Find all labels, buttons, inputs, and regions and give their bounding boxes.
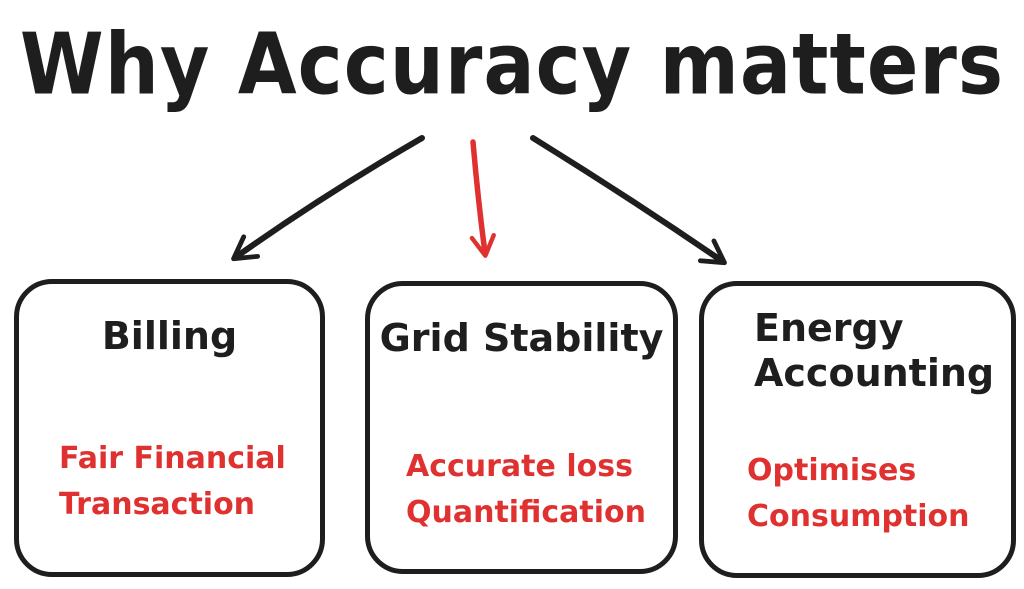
card-subtitle-line: Fair Financial — [59, 441, 286, 476]
card-grid-stability-title: Grid Stability — [370, 316, 673, 361]
card-subtitle-line: Transaction — [59, 487, 256, 522]
card-subtitle-line: Optimises — [747, 453, 917, 488]
card-grid-stability-subtitle: Accurate loss Quantification — [406, 444, 646, 536]
card-billing-title: Billing — [19, 314, 320, 359]
card-subtitle-line: Consumption — [747, 499, 970, 534]
card-energy-accounting-title: Energy Accounting — [754, 306, 994, 396]
card-title-line: Grid Stability — [379, 316, 664, 360]
card-title-line: Energy — [754, 306, 904, 350]
card-billing-subtitle: Fair Financial Transaction — [59, 436, 286, 528]
arrow-to-billing — [231, 135, 425, 262]
card-subtitle-line: Accurate loss — [406, 449, 633, 484]
arrow-to-grid-stability — [469, 139, 496, 258]
card-energy-accounting-subtitle: Optimises Consumption — [747, 448, 970, 540]
card-billing: Billing Fair Financial Transaction — [14, 279, 325, 577]
arrow-to-energy-accounting — [530, 135, 727, 266]
card-title-line: Accounting — [754, 351, 995, 395]
card-energy-accounting: Energy Accounting Optimises Consumption — [699, 281, 1016, 578]
card-subtitle-line: Quantification — [406, 495, 646, 530]
card-grid-stability: Grid Stability Accurate loss Quantificat… — [365, 281, 678, 574]
diagram-title: Why Accuracy matters — [19, 14, 1005, 114]
card-title-line: Billing — [101, 314, 238, 358]
